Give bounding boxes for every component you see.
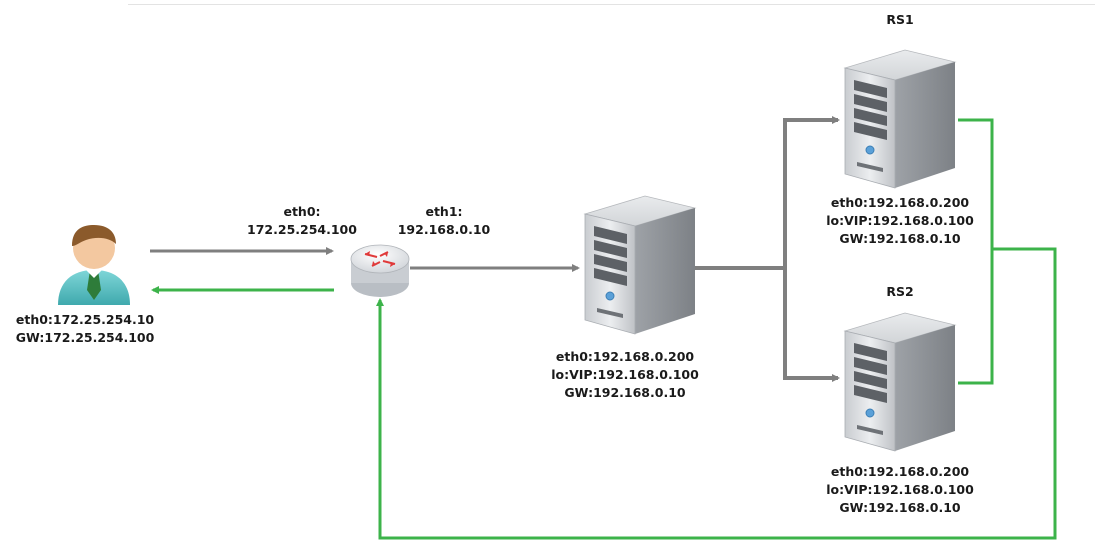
router-eth0-label: eth0: 172.25.254.100 bbox=[236, 203, 368, 239]
rs2-gw: GW:192.168.0.10 bbox=[839, 500, 961, 515]
client-gw: GW:172.25.254.100 bbox=[15, 330, 155, 345]
router-eth1-name: eth1: bbox=[425, 204, 463, 219]
router-eth1-label: eth1: 192.168.0.10 bbox=[389, 203, 499, 239]
rs2-server-icon bbox=[844, 312, 956, 452]
rs2-label: eth0:192.168.0.200 lo:VIP:192.168.0.100 … bbox=[815, 463, 985, 517]
director-gw: GW:192.168.0.10 bbox=[564, 385, 686, 400]
client-user-icon bbox=[58, 225, 130, 305]
client-eth0: eth0:172.25.254.10 bbox=[15, 312, 155, 327]
rs1-title: RS1 bbox=[886, 12, 914, 27]
router-eth1-ip: 192.168.0.10 bbox=[397, 222, 491, 237]
router-eth0-ip: 172.25.254.100 bbox=[247, 222, 357, 237]
director-lo: lo:VIP:192.168.0.100 bbox=[551, 367, 699, 382]
rs1-gw: GW:192.168.0.10 bbox=[839, 231, 961, 246]
return-to-router-arrow bbox=[376, 247, 1057, 540]
top-divider bbox=[128, 0, 1095, 5]
rs2-eth0: eth0:192.168.0.200 bbox=[830, 464, 970, 479]
director-server-icon bbox=[584, 195, 696, 335]
rs2-lo: lo:VIP:192.168.0.100 bbox=[826, 482, 974, 497]
director-label: eth0:192.168.0.200 lo:VIP:192.168.0.100 … bbox=[540, 348, 710, 402]
rs1-server-icon bbox=[844, 49, 956, 189]
rs2-title: RS2 bbox=[886, 284, 914, 299]
rs1-eth0: eth0:192.168.0.200 bbox=[830, 195, 970, 210]
router-eth0-name: eth0: bbox=[283, 204, 321, 219]
rs1-lo: lo:VIP:192.168.0.100 bbox=[826, 213, 974, 228]
client-label: eth0:172.25.254.10 GW:172.25.254.100 bbox=[10, 311, 160, 347]
rs-return-line bbox=[958, 118, 994, 385]
director-eth0: eth0:192.168.0.200 bbox=[555, 349, 695, 364]
router-icon bbox=[350, 244, 410, 297]
rs1-label: eth0:192.168.0.200 lo:VIP:192.168.0.100 … bbox=[815, 194, 985, 248]
